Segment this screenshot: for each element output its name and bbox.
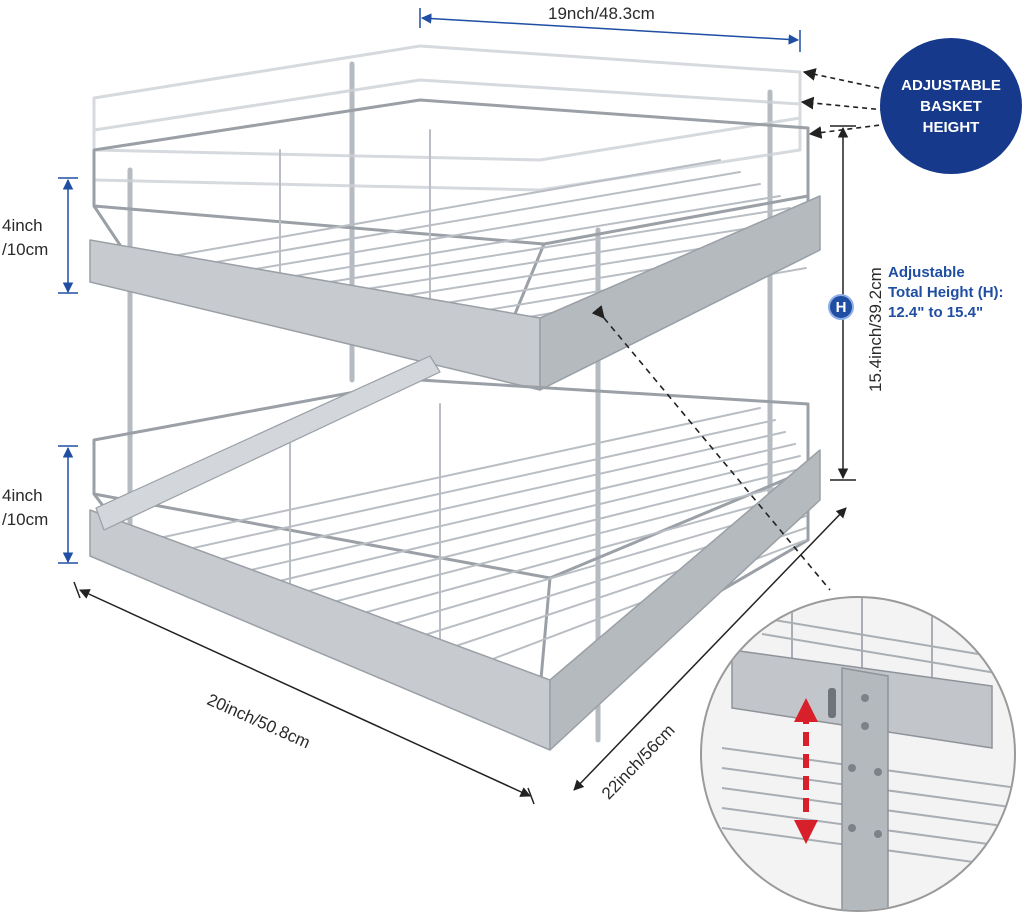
badge-text: ADJUSTABLE BASKET HEIGHT: [901, 76, 1001, 136]
depth-dimension: [573, 507, 847, 791]
total-height-marker: H: [828, 294, 854, 320]
total-height-line-1: Adjustable: [888, 264, 965, 281]
badge-pointer-lines: [800, 68, 889, 139]
front-width-dimension: [73, 581, 535, 805]
pull-out-basket-organizer: [89, 44, 821, 751]
bracket-closeup-inset: [700, 596, 1016, 912]
height-label: 15.4inch/39.2cm: [866, 267, 885, 392]
top-width-label: 19nch/48.3cm: [548, 4, 655, 23]
total-height-line-3: 12.4" to 15.4": [888, 304, 984, 321]
upper-spacing-label-1: 4inch: [2, 216, 43, 235]
adjustable-height-badge: ADJUSTABLE BASKET HEIGHT: [880, 38, 1022, 174]
lower-spacing-label-1: 4inch: [2, 486, 43, 505]
lower-slide-rail: [89, 355, 821, 751]
inset-leader-line: [591, 305, 831, 591]
upper-slide-rail: [89, 195, 821, 391]
bracket-closeup-drawing: [721, 598, 1014, 910]
lower-spacing-dimension: [58, 445, 78, 564]
upper-spacing-dimension: [58, 177, 78, 294]
total-height-line-2: Total Height (H):: [888, 284, 1004, 301]
top-width-dimension: [419, 8, 801, 52]
lower-spacing-label-2: /10cm: [2, 510, 49, 529]
upper-spacing-label-2: /10cm: [2, 240, 49, 259]
